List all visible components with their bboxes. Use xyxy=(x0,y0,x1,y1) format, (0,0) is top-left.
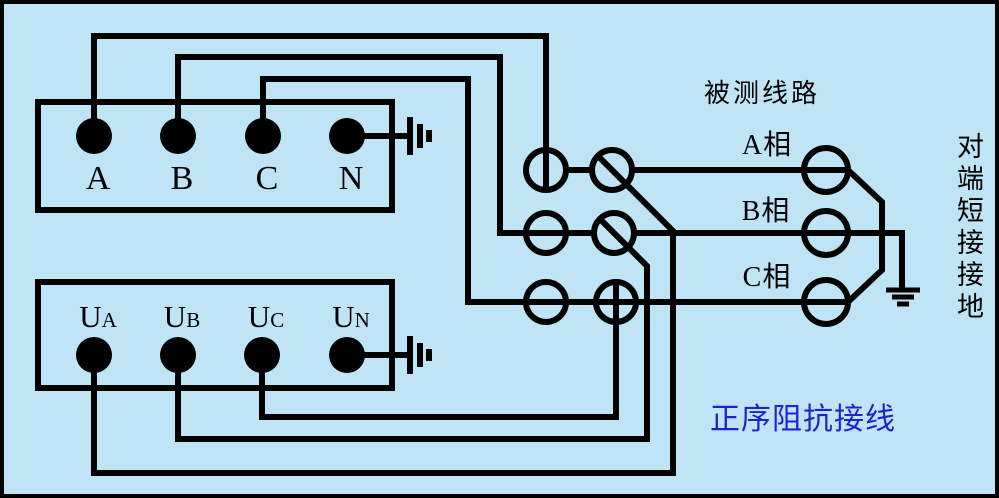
wire-phase-b-feed xyxy=(175,54,594,236)
ground-icon xyxy=(886,287,920,307)
wire-phase-a-feed xyxy=(91,33,549,190)
terminal-dot-c xyxy=(245,118,281,154)
phase-c-line-circle xyxy=(801,277,851,327)
terminal-label-un: UN xyxy=(332,299,370,334)
terminal-dot-n xyxy=(329,118,365,154)
terminal-label-n: N xyxy=(338,160,364,197)
upper-terminal-box xyxy=(35,99,395,213)
measure-terminal-circle-row2-left xyxy=(523,210,569,256)
diagram-title: 正序阻抗接线 xyxy=(710,403,896,436)
phase-a-label: A相 xyxy=(741,130,793,161)
phase-a-line-circle xyxy=(801,145,851,195)
terminal-dot-ub xyxy=(160,337,196,373)
wire-return-ub xyxy=(175,216,650,442)
terminal-dot-uc xyxy=(244,337,280,373)
terminal-dot-b xyxy=(160,118,196,154)
measure-terminal-circle-row2-right xyxy=(591,210,637,256)
wire-return-ua xyxy=(91,153,676,476)
measure-terminal-circle-row1-left xyxy=(523,147,569,193)
terminal-label-c: C xyxy=(255,160,279,197)
terminal-label-b: B xyxy=(170,160,194,197)
ground-icon xyxy=(407,336,432,374)
measure-terminal-circle-row1-right xyxy=(589,147,635,193)
phase-b-line-circle xyxy=(801,208,851,258)
terminal-dot-a xyxy=(76,118,112,154)
ground-icon xyxy=(407,117,432,155)
wire-phase-b-line xyxy=(634,230,905,288)
terminal-dot-un xyxy=(329,337,365,373)
terminal-label-ua: UA xyxy=(79,299,117,334)
measure-terminal-circle-row3-left xyxy=(523,279,569,325)
phase-b-label: B相 xyxy=(741,196,791,227)
terminal-dot-ua xyxy=(76,337,112,373)
far-end-short-ground-label: 对端短接接地 xyxy=(953,132,984,324)
wire-phase-a-line-and-short-bus xyxy=(632,167,885,305)
lower-terminal-box xyxy=(35,279,395,391)
terminal-label-a: A xyxy=(85,160,111,197)
wire-return-uc xyxy=(259,282,619,420)
phase-c-label: C相 xyxy=(742,262,792,293)
tested-line-label: 被测线路 xyxy=(704,79,821,108)
measure-terminal-circle-row3-right xyxy=(593,279,639,325)
terminal-label-uc: UC xyxy=(247,299,285,334)
terminal-label-ub: UB xyxy=(163,299,201,334)
